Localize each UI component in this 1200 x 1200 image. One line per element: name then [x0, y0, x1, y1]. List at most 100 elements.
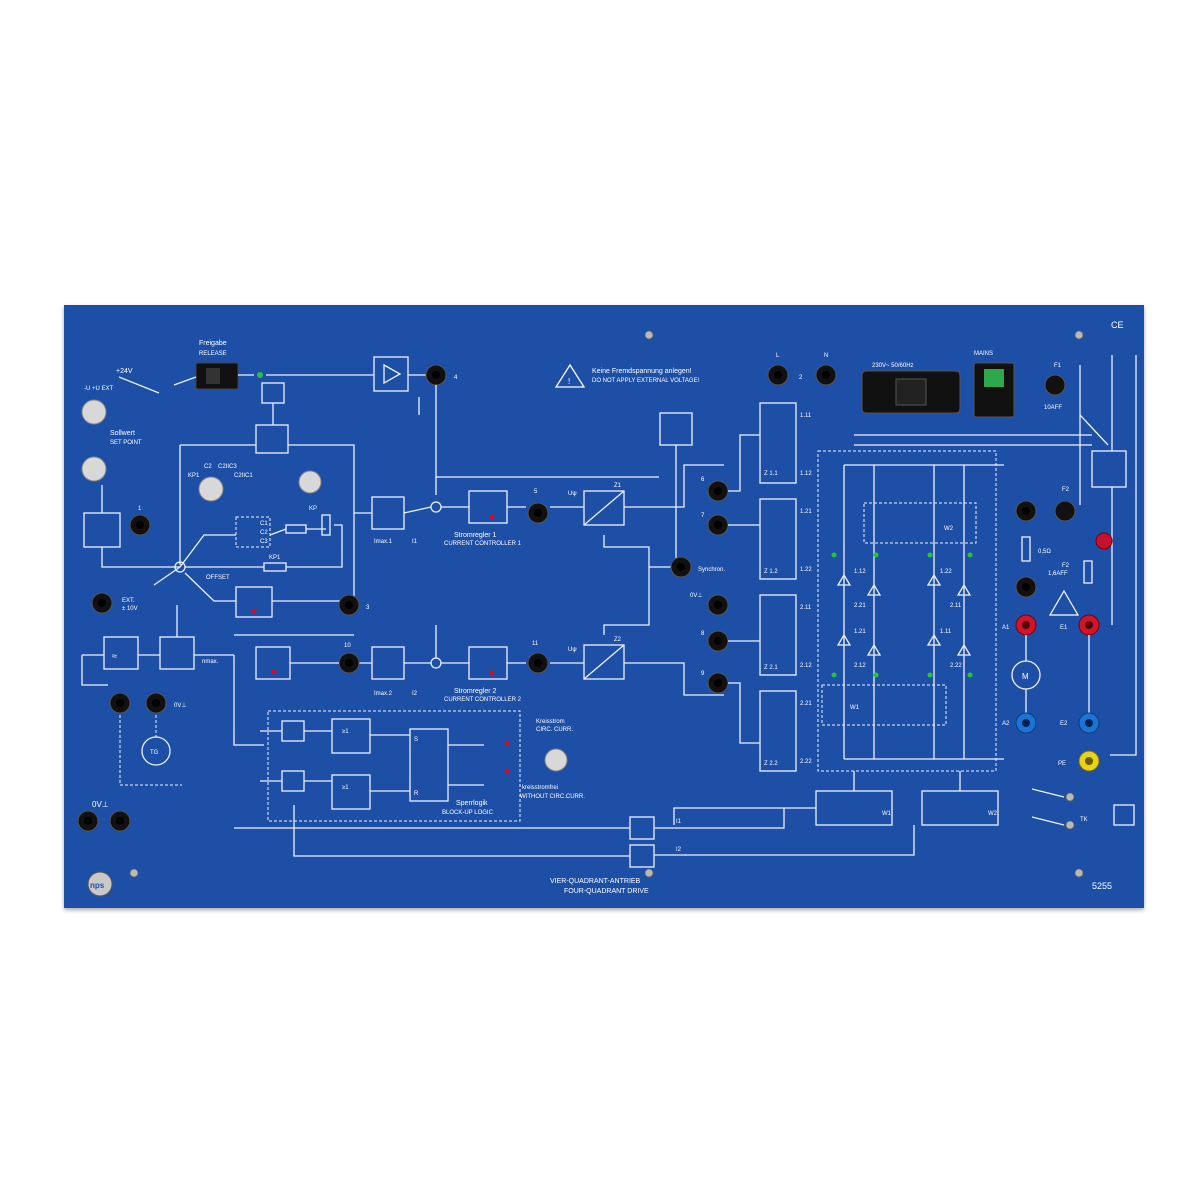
sr-flipflop: [409, 728, 449, 802]
synchron-label: Synchron.: [698, 567, 725, 573]
c1-label: C1: [260, 521, 268, 527]
pulse-transformer-z12: [759, 498, 797, 580]
mains-switch-indicator: [984, 369, 1004, 387]
cc2-label-en: CURRENT CONTROLLER 2: [444, 697, 522, 703]
or-gate-2: [331, 774, 371, 810]
ov-gnd-bottom-label: 0V⊥: [92, 800, 109, 809]
z22-label: Z 2.2: [764, 761, 778, 767]
screw: [129, 868, 139, 878]
i1-label: I1: [412, 539, 418, 545]
th122-label: 1.22: [940, 569, 952, 575]
n-label: N: [824, 353, 828, 359]
screw: [1074, 868, 1084, 878]
thyristor-array: [836, 573, 972, 656]
nmax-block: [159, 636, 195, 670]
i2-feedback-label: I2: [676, 847, 682, 853]
socket-1-label: 1: [138, 506, 142, 512]
block-up-logic-label: Sperrlogik: [456, 800, 488, 807]
circ-curr-led: [504, 740, 510, 746]
th221-label: 2.21: [854, 603, 866, 609]
speed-controller-led: [251, 608, 257, 614]
a1-label: A1: [1002, 625, 1010, 631]
cc2-label: Stromregler 2: [454, 688, 497, 695]
th211-label: 2.11: [950, 603, 962, 609]
z1-label: Z1: [614, 483, 622, 489]
setpoint-knob[interactable]: [81, 456, 107, 482]
imax2-block: [371, 646, 405, 680]
setpoint-limiter-block: [83, 512, 121, 548]
socket-5-label: 5: [534, 489, 538, 495]
title-de: VIER-QUADRANT-ANTRIEB: [550, 878, 641, 885]
imax1-block: [371, 496, 405, 530]
i1-feedback-label: I1: [676, 819, 682, 825]
mains-label: MAINS: [974, 351, 993, 357]
release-buffer-block: [261, 382, 285, 404]
f2-label: F2: [1062, 487, 1070, 493]
w1b-label: W1: [882, 811, 892, 817]
c2b-label: C2: [260, 530, 268, 536]
circ-curr-label: Kreisstrom: [536, 719, 565, 725]
four-quadrant-drive-panel: CE Freigabe RELEASE +24V -U +U EXT Sollw…: [64, 305, 1144, 908]
current-controller-2-block: [468, 646, 508, 680]
release-switch-rocker: [206, 368, 220, 384]
fuse-f1[interactable]: [1044, 374, 1066, 396]
nps-logo: [87, 871, 113, 897]
setpoint-ext-label: -U +U EXT: [84, 386, 114, 392]
sync-transformer-block: [659, 412, 693, 446]
filter-block: [103, 636, 139, 670]
c2c1-label: C2IIC1: [234, 473, 253, 479]
ov-gnd-right-label: 0V⊥: [690, 592, 703, 599]
c2c3-label: C2IIC3: [218, 464, 237, 470]
uphi-label-1: Uψ: [568, 491, 577, 497]
socket-3-label: 3: [366, 605, 370, 611]
th222-label: 2.22: [950, 663, 962, 669]
no-circ-curr-label: kreisstromfrei: [522, 785, 558, 791]
or-gate-2-label: ≥1: [342, 785, 349, 791]
release-label-en: RELEASE: [199, 351, 227, 357]
current-sensor-w2: [921, 790, 999, 826]
i2-comparator: [629, 844, 655, 868]
kp-knob[interactable]: [298, 470, 322, 494]
screw: [1065, 820, 1075, 830]
panel-schematic: CE Freigabe RELEASE +24V -U +U EXT Sollw…: [77, 320, 1137, 897]
setpoint-select-knob[interactable]: [81, 399, 107, 425]
arrow-24v: [118, 376, 160, 394]
uphi-label-2: Uψ: [568, 647, 577, 653]
socket-10-label: 10: [344, 643, 351, 649]
circ-curr-label-en: CIRC. CURR.: [536, 727, 573, 733]
ov-gnd-label: 0V⊥: [174, 702, 187, 709]
f1-rating-label: 10AFF: [1044, 405, 1062, 411]
screw: [1074, 330, 1084, 340]
shunt-label: 0,5Ω: [1038, 549, 1051, 555]
sr-r-label: R: [414, 791, 419, 797]
svg-text:!: !: [568, 377, 570, 386]
summing-junction-2: [430, 657, 442, 669]
l-label: L: [776, 353, 780, 359]
thermal-contact-block: [1113, 804, 1135, 826]
e1-label: E1: [1060, 625, 1068, 631]
fuse-f2[interactable]: [1054, 500, 1076, 522]
th121-label: 1.21: [854, 629, 866, 635]
imax1-label: Imax.1: [374, 539, 393, 545]
w2b-label: W2: [988, 811, 998, 817]
warning-icon: [554, 363, 586, 388]
warning-label: Keine Fremdspannung anlegen!: [592, 368, 692, 375]
nps-logo-text: nps: [90, 881, 105, 890]
nmax-label: nmax.: [202, 659, 219, 665]
thyristor-bridge-group: [817, 450, 997, 772]
w2-label: W2: [944, 526, 954, 532]
a2-label: A2: [1002, 721, 1010, 727]
screw: [644, 868, 654, 878]
or-gate-1-label: ≥1: [342, 729, 349, 735]
th111-label: 1.11: [940, 629, 952, 635]
field-rectifier-block: [1091, 450, 1127, 488]
z12-label: Z 1.2: [764, 569, 778, 575]
summing-junction-1: [430, 501, 442, 513]
socket-4-label: 4: [454, 375, 458, 381]
kp1-knob[interactable]: [198, 476, 224, 502]
plus24v-label: +24V: [116, 368, 133, 375]
schmitt-1: [281, 720, 305, 742]
block-up-logic-group: [267, 710, 521, 822]
circ-curr-selector-knob[interactable]: [544, 748, 568, 772]
t212-label: 2.12: [800, 663, 812, 669]
